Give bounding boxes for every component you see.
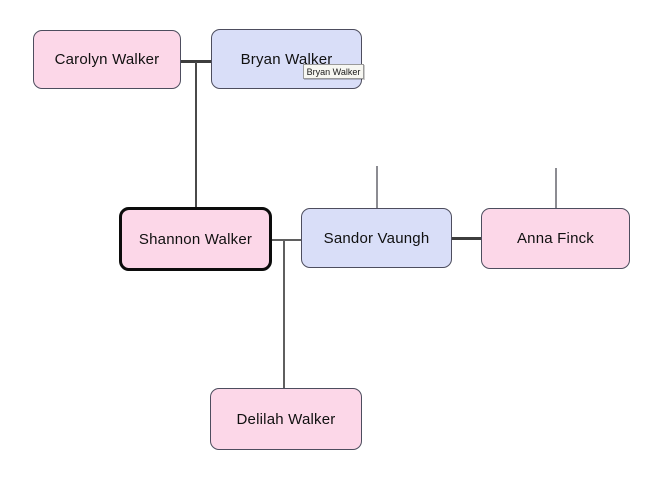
hover-tooltip: Bryan Walker [303, 64, 364, 79]
person-node-delilah-walker[interactable]: Delilah Walker [210, 388, 362, 450]
parent-child-connector-to-shannon [195, 62, 197, 207]
ancestry-stub-above-anna [555, 168, 557, 208]
spouse-connector-carolyn-bryan [181, 60, 211, 63]
ancestry-stub-above-sandor [376, 166, 378, 208]
person-node-bryan-walker[interactable]: Bryan Walker [211, 29, 362, 89]
person-name-label: Carolyn Walker [54, 51, 160, 68]
person-node-shannon-walker-selected[interactable]: Shannon Walker [119, 207, 272, 271]
person-name-label: Delilah Walker [236, 410, 336, 428]
parent-child-connector-to-delilah [283, 240, 285, 388]
person-name-label: Bryan Walker [240, 50, 333, 68]
person-name-label: Anna Finck [516, 230, 595, 247]
person-node-sandor-vaungh[interactable]: Sandor Vaungh [301, 208, 452, 268]
person-name-label: Sandor Vaungh [323, 229, 430, 247]
person-node-carolyn-walker[interactable]: Carolyn Walker [33, 30, 181, 89]
person-node-anna-finck[interactable]: Anna Finck [481, 208, 630, 269]
tooltip-text: Bryan Walker [306, 66, 361, 77]
spouse-connector-shannon-sandor [272, 239, 301, 241]
spouse-connector-sandor-anna [452, 237, 481, 240]
person-name-label: Shannon Walker [138, 230, 253, 248]
